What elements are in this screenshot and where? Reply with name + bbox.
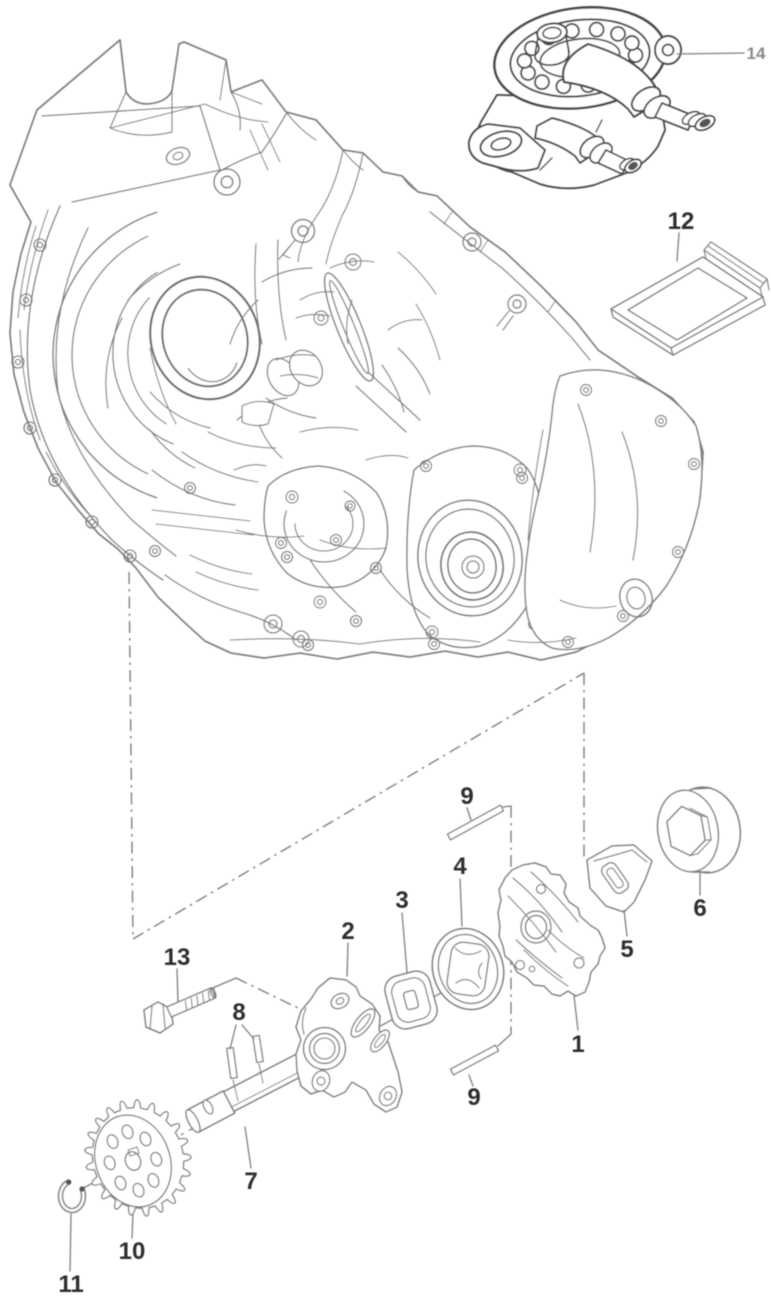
- svg-text:11: 11: [58, 1271, 83, 1298]
- svg-text:4: 4: [453, 853, 467, 880]
- svg-text:6: 6: [693, 895, 706, 922]
- svg-text:2: 2: [341, 918, 354, 945]
- svg-text:3: 3: [395, 887, 408, 914]
- svg-text:10: 10: [119, 1238, 146, 1265]
- svg-text:14: 14: [747, 44, 766, 63]
- svg-text:7: 7: [244, 1168, 257, 1195]
- svg-text:9: 9: [467, 1084, 480, 1111]
- svg-text:1: 1: [571, 1031, 584, 1058]
- svg-text:13: 13: [164, 944, 191, 971]
- svg-text:5: 5: [620, 936, 633, 963]
- svg-text:12: 12: [668, 208, 695, 235]
- svg-text:8: 8: [232, 999, 245, 1026]
- svg-text:9: 9: [460, 783, 473, 810]
